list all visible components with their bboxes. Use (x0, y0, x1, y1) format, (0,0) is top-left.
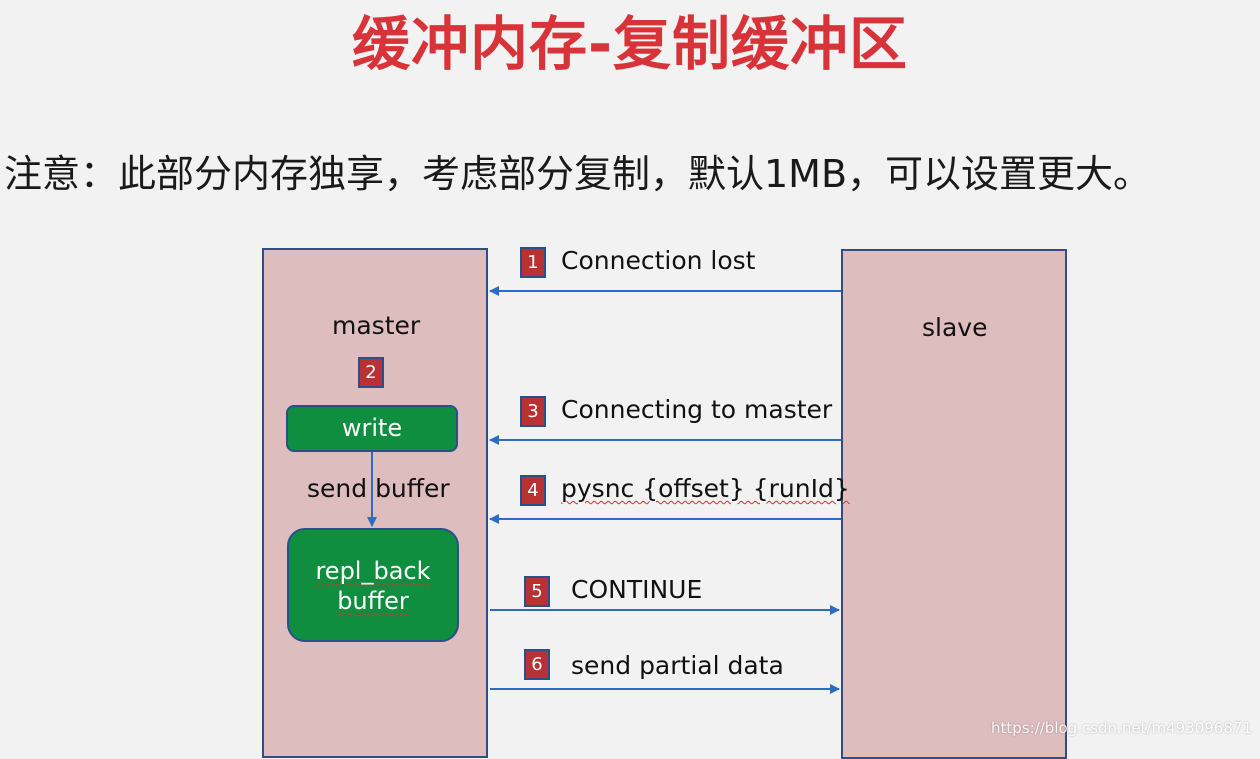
repl-back-buffer-box: repl_back buffer (287, 528, 459, 642)
step-badge-4: 4 (520, 475, 546, 506)
step-badge-2: 2 (358, 357, 384, 388)
message-connecting-to-master: Connecting to master (561, 395, 833, 424)
watermark: https://blog.csdn.net/m493096871 (991, 719, 1252, 737)
message-psync: pysnc {offset} {runId} (561, 473, 850, 505)
slave-label: slave (922, 313, 988, 342)
step-badge-1: 1 (520, 247, 546, 278)
buffer-label-line-2: buffer (337, 587, 409, 615)
send-buffer-label: send buffer (307, 474, 450, 503)
message-psync-text: pysnc {offset} {runId} (561, 474, 850, 503)
step-badge-6: 6 (524, 649, 550, 680)
slave-lane (841, 249, 1067, 759)
slide-title: 缓冲内存-复制缓冲区 (351, 10, 909, 78)
message-continue: CONTINUE (571, 575, 703, 604)
master-label: master (332, 311, 421, 340)
step-badge-5: 5 (524, 576, 550, 607)
buffer-label-line-1: repl_back (315, 557, 431, 585)
message-send-partial-data: send partial data (571, 651, 784, 680)
message-connection-lost: Connection lost (561, 246, 756, 275)
master-lane (262, 248, 488, 758)
write-box: write (286, 405, 458, 452)
note-text: 注意：此部分内存独享，考虑部分复制，默认1MB，可以设置更大。 (4, 152, 1152, 196)
step-badge-3: 3 (520, 396, 546, 427)
